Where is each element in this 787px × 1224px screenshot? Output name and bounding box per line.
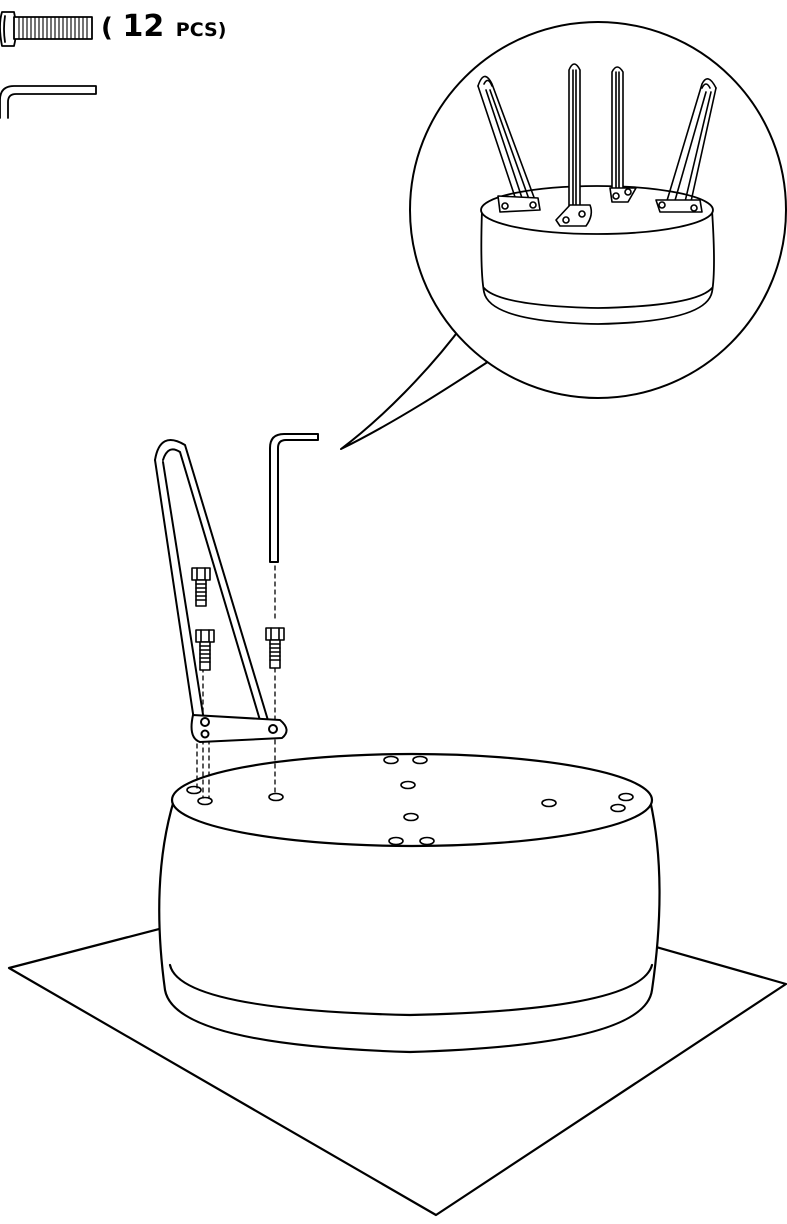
allen-key-tool [270, 434, 318, 562]
quantity-open-paren: ( [101, 13, 113, 43]
screw-lower-left [196, 630, 214, 670]
screw-upper-left [192, 568, 210, 606]
screw-quantity: 12 [122, 9, 164, 44]
allen-key-icon [0, 86, 96, 118]
screw-quantity-unit: PCS) [176, 19, 227, 41]
screw-right [266, 628, 284, 668]
hairpin-leg [155, 440, 287, 742]
hex-socket-screw-icon [0, 12, 92, 46]
screw-quantity-label: ( 12 PCS) [101, 12, 226, 42]
main-base [159, 754, 659, 1052]
